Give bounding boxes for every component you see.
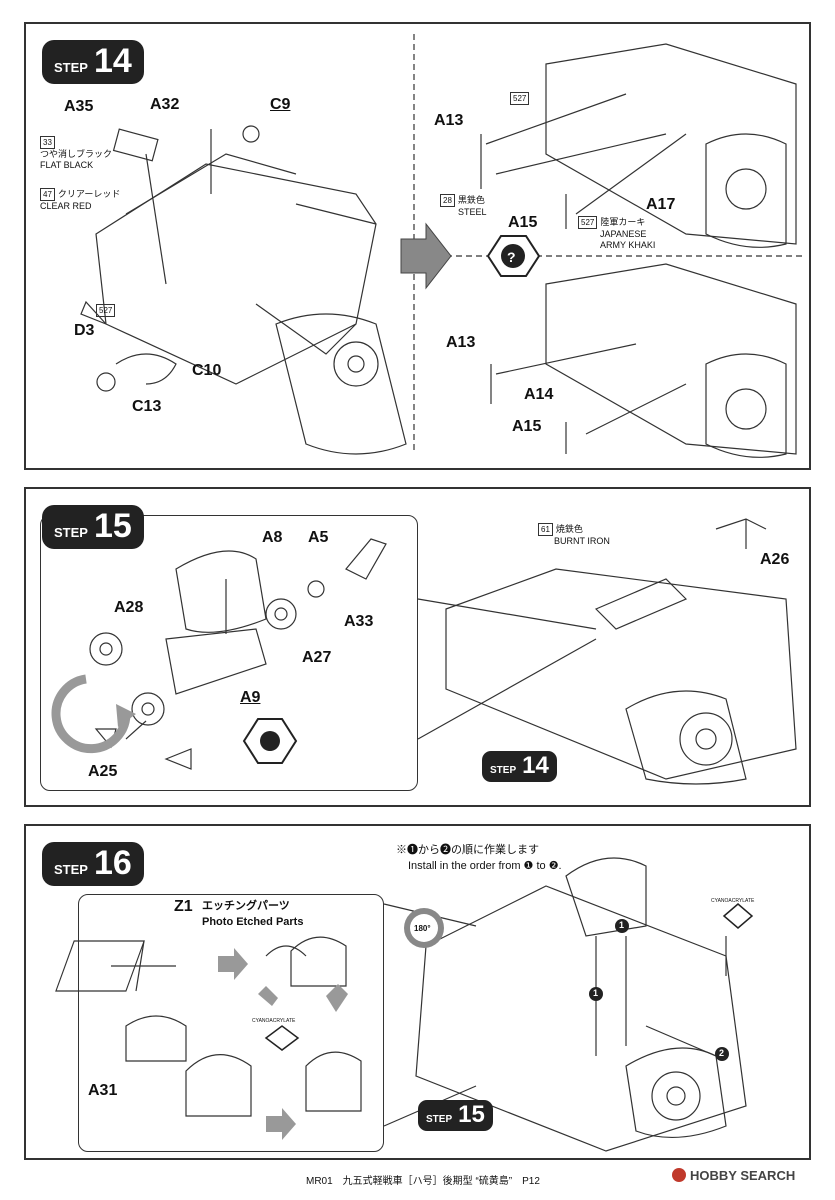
step-word: STEP bbox=[490, 765, 517, 776]
hobby-search-logo-icon bbox=[672, 1168, 686, 1182]
rotate-180-label: 180° bbox=[414, 924, 431, 933]
part-label-a15: A15 bbox=[512, 418, 542, 435]
color-code: 61 bbox=[538, 523, 553, 536]
step-15-detail-inset bbox=[40, 515, 418, 791]
color-jp: 黒鉄色 bbox=[457, 195, 485, 205]
brand-text: HOBBY SEARCH bbox=[690, 1168, 796, 1183]
part-label-a25: A25 bbox=[88, 763, 118, 780]
order-marker-1: 1 bbox=[619, 920, 625, 930]
color-en: ARMY KHAKI bbox=[600, 240, 656, 250]
part-label-d3: D3 bbox=[74, 322, 95, 339]
color-note-flat-black: 33 つや消しブラック FLAT BLACK bbox=[40, 136, 112, 171]
part-label-a5: A5 bbox=[308, 529, 329, 546]
part-label-a9: A9 bbox=[240, 689, 261, 706]
part-label-z1: Z1 bbox=[174, 898, 193, 915]
part-label-a35: A35 bbox=[64, 98, 94, 115]
color-en: CLEAR RED bbox=[40, 201, 92, 211]
color-code: 33 bbox=[40, 136, 55, 149]
step-16-panel: STEP 16 ※❶から❷の順に作業します Install in the ord… bbox=[24, 824, 811, 1160]
step-15-reference-badge: STEP 15 bbox=[418, 1100, 493, 1131]
part-label-a31: A31 bbox=[88, 1082, 118, 1099]
step-number: 15 bbox=[93, 507, 132, 545]
step-14-panel: ? STEP 14 A35 A32 C9 D3 C10 C13 33 つや消しブ… bbox=[24, 22, 811, 470]
step-16-drawing bbox=[55, 857, 754, 1152]
svg-text:?: ? bbox=[507, 249, 516, 265]
color-code: 527 bbox=[510, 92, 530, 105]
color-en: STEEL bbox=[458, 207, 487, 217]
color-jp: クリアーレッド bbox=[57, 189, 121, 199]
step-14-badge: STEP 14 bbox=[42, 40, 144, 84]
page-footer: MR01 九五式軽戦車［ハ号］後期型 “硫黄島” P12 bbox=[306, 1176, 540, 1187]
color-ref-527: 527 bbox=[510, 92, 532, 105]
step-word: STEP bbox=[54, 60, 88, 75]
pe-en: Photo Etched Parts bbox=[202, 916, 304, 928]
step-number: 14 bbox=[93, 42, 132, 80]
order-marker-2: 2 bbox=[719, 1048, 725, 1058]
color-code: 527 bbox=[578, 216, 598, 229]
part-label-c10: C10 bbox=[192, 362, 222, 379]
step-number: 14 bbox=[522, 752, 549, 779]
step-16-detail-inset bbox=[78, 894, 384, 1152]
color-code: 527 bbox=[96, 304, 116, 317]
order-en: Install in the order from ❶ to ❷. bbox=[408, 860, 562, 872]
part-label-a13: A13 bbox=[434, 112, 464, 129]
color-en: JAPANESE bbox=[600, 229, 647, 239]
step-number: 16 bbox=[93, 844, 132, 882]
part-label-a17: A17 bbox=[646, 196, 676, 213]
part-label-a26: A26 bbox=[760, 551, 790, 568]
part-label-c9: C9 bbox=[270, 96, 291, 113]
part-label-a27: A27 bbox=[302, 649, 332, 666]
part-label-c13: C13 bbox=[132, 398, 162, 415]
part-label-a13: A13 bbox=[446, 334, 476, 351]
part-label-a33: A33 bbox=[344, 613, 374, 630]
cyanoacrylate-label: CYANOACRYLATE bbox=[252, 1018, 296, 1024]
pe-jp: エッチングパーツ bbox=[202, 900, 290, 912]
install-order-note: ※❶から❷の順に作業します Install in the order from … bbox=[396, 842, 562, 874]
part-label-a14: A14 bbox=[524, 386, 554, 403]
step-word: STEP bbox=[54, 525, 88, 540]
order-marker-1: 1 bbox=[593, 988, 599, 998]
step-word: STEP bbox=[426, 1114, 453, 1125]
photo-etched-note: エッチングパーツ Photo Etched Parts bbox=[202, 898, 303, 930]
step-14-reference-badge: STEP 14 bbox=[482, 751, 557, 782]
color-en: FLAT BLACK bbox=[40, 160, 94, 170]
step-14-drawing: ? bbox=[80, 34, 806, 458]
step-15-drawing bbox=[51, 518, 797, 785]
color-ref-527: 527 bbox=[96, 304, 118, 317]
step-15-badge: STEP 15 bbox=[42, 505, 144, 549]
color-code: 28 bbox=[440, 194, 455, 207]
part-label-a15: A15 bbox=[508, 214, 538, 231]
color-en: BURNT IRON bbox=[554, 536, 610, 546]
color-jp: つや消しブラック bbox=[40, 149, 113, 159]
part-label-a8: A8 bbox=[262, 529, 283, 546]
color-jp: 焼鉄色 bbox=[555, 524, 583, 534]
order-jp: ※❶から❷の順に作業します bbox=[396, 844, 539, 856]
watermark-brand: HOBBY SEARCH bbox=[672, 1168, 795, 1183]
step-word: STEP bbox=[54, 862, 88, 877]
part-label-a32: A32 bbox=[150, 96, 180, 113]
step-16-badge: STEP 16 bbox=[42, 842, 144, 886]
step-number: 15 bbox=[458, 1101, 485, 1128]
color-jp: 陸軍カーキ bbox=[600, 217, 646, 227]
part-label-a28: A28 bbox=[114, 599, 144, 616]
color-code: 47 bbox=[40, 188, 55, 201]
cyanoacrylate-label: CYANOACRYLATE bbox=[711, 898, 755, 904]
